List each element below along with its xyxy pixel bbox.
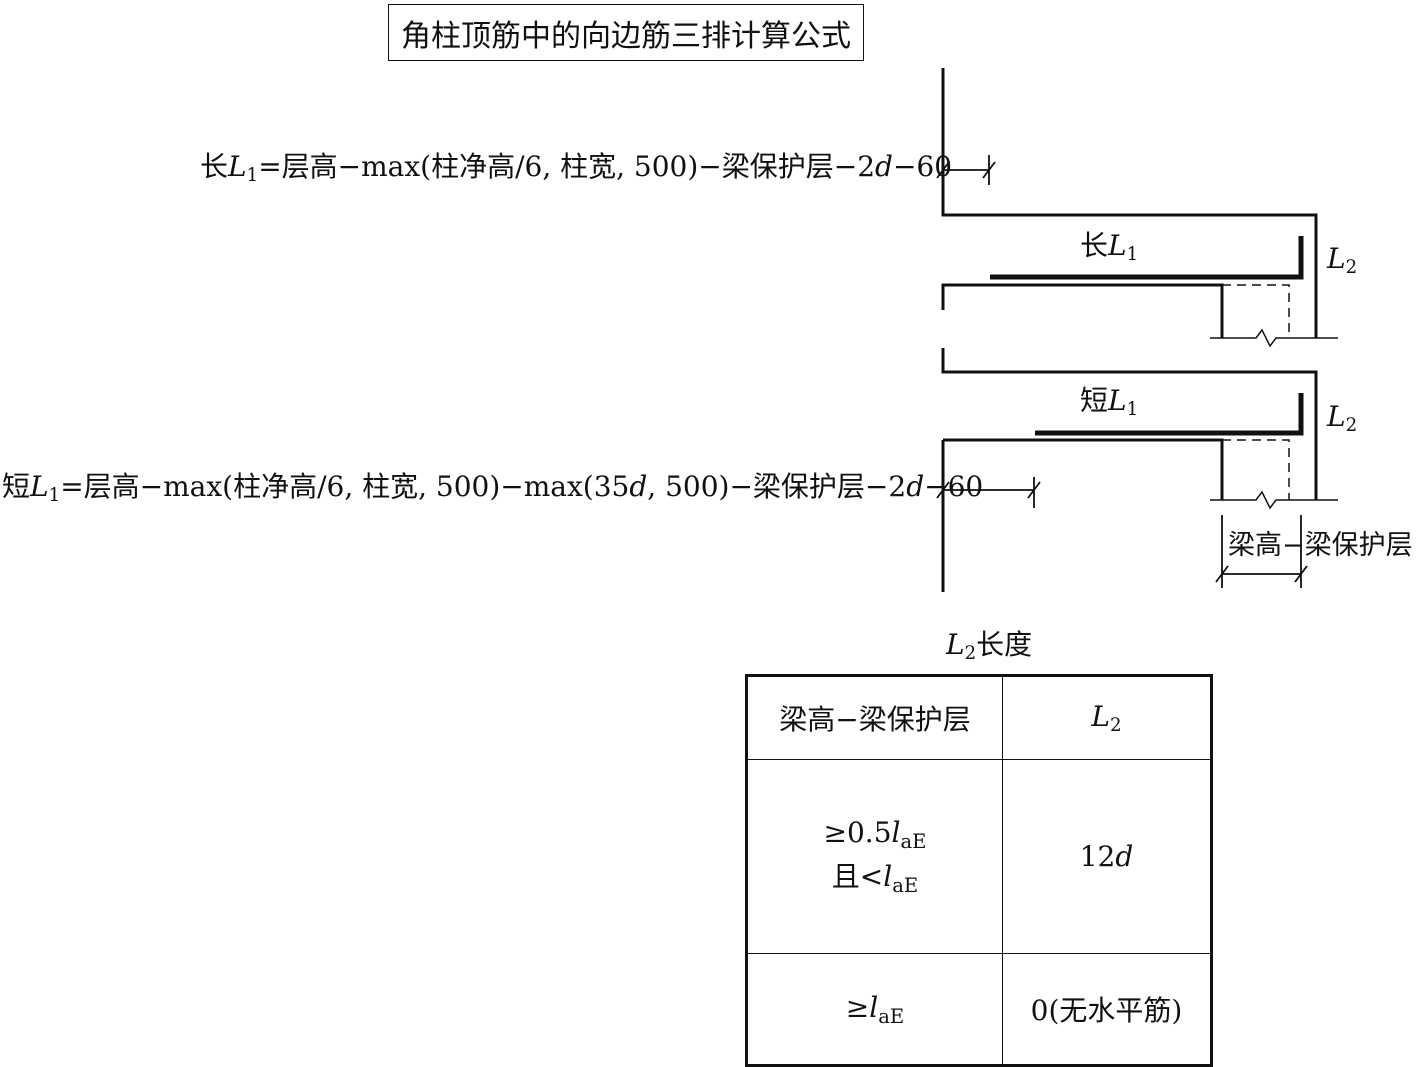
cond2-sym: 且<	[831, 859, 884, 893]
column-edge-upper	[941, 68, 1318, 338]
value2-text: 0(无水平筋)	[1030, 994, 1183, 1027]
label-long-l1-prefix: 长	[1080, 229, 1109, 262]
diagram-title-text: 角柱顶筋中的向边筋三排计算公式	[401, 18, 851, 54]
header-col2-sub: 2	[1110, 715, 1122, 737]
beam-dash-upper	[1222, 284, 1290, 338]
formula-short-d2: d	[906, 470, 925, 503]
dim-tick-long-left	[936, 161, 950, 179]
beam-dash-lower	[1222, 439, 1290, 500]
formula-long-body: =层高−max(柱净高/6, 柱宽, 500)−梁保护层−2	[258, 150, 876, 183]
formula-short-d1: d	[629, 470, 648, 503]
formula-short-body-a: =层高−max(柱净高/6, 柱宽, 500)−max(35	[60, 470, 630, 503]
label-l2-upper-sub: 2	[1345, 257, 1358, 279]
label-l2-upper-var: L	[1327, 242, 1346, 275]
label-l2-lower-sub: 2	[1345, 415, 1358, 437]
condition-line-1: ≥0.5laE	[748, 813, 1002, 856]
formula-short-l1: 短L1=层高−max(柱净高/6, 柱宽, 500)−max(35d, 500)…	[2, 473, 983, 505]
label-short-l1-var: L	[1108, 384, 1127, 417]
cond2-sub: aE	[892, 873, 919, 897]
diagram-title: 角柱顶筋中的向边筋三排计算公式	[388, 4, 864, 61]
table-cell-value: 0(无水平筋)	[1002, 953, 1212, 1066]
label-beam-dim-text: 梁高−梁保护层	[1228, 530, 1413, 561]
label-l2-lower: L2	[1327, 403, 1357, 435]
label-short-l1-prefix: 短	[1080, 384, 1109, 417]
table-caption-sub: 2	[964, 643, 977, 665]
break-line-lower	[1210, 490, 1338, 510]
header-col2-var: L	[1091, 699, 1110, 733]
table-header-cell: 梁高−梁保护层	[746, 675, 1003, 760]
cond3-var: l	[869, 990, 879, 1024]
table-row: ≥laE 0(无水平筋)	[746, 953, 1212, 1066]
slab-edge-lower	[943, 438, 1224, 500]
formula-short-tail: −60	[924, 470, 984, 503]
formula-long-var-sub: 1	[246, 165, 259, 187]
short-l1-rebar	[1035, 393, 1304, 436]
cond1-var: l	[891, 816, 901, 850]
label-long-l1-var: L	[1108, 229, 1127, 262]
table-row: ≥0.5laE 且<laE 12d	[746, 759, 1212, 954]
table-cell-condition: ≥0.5laE 且<laE	[746, 759, 1003, 954]
table-cell-condition: ≥laE	[746, 953, 1003, 1066]
l2-length-table: 梁高−梁保护层 L2 ≥0.5laE 且<laE 12d ≥laE 0(无水平筋…	[745, 674, 1213, 1067]
label-l2-lower-var: L	[1327, 400, 1346, 433]
label-short-l1-sub: 1	[1126, 399, 1139, 421]
value1-num: 12	[1079, 840, 1116, 873]
long-l1-rebar	[990, 236, 1304, 280]
table-cell-value: 12d	[1002, 759, 1212, 954]
label-l2-upper: L2	[1327, 245, 1357, 277]
label-long-l1: 长L1	[1080, 232, 1138, 264]
formula-short-prefix: 短	[2, 470, 31, 503]
table-caption-text: 长度	[976, 628, 1033, 661]
dim-tick-short-left	[936, 481, 950, 499]
cond3-sub: aE	[878, 1004, 905, 1028]
cond1-sub: aE	[900, 830, 927, 854]
table-header-cell: L2	[1002, 675, 1212, 760]
formula-long-tail: −60	[892, 150, 953, 183]
column-edge-lower	[941, 348, 1318, 500]
formula-long-d: d	[875, 150, 893, 183]
table-caption: L2长度	[946, 631, 1032, 663]
label-beam-dim: 梁高−梁保护层	[1228, 532, 1413, 559]
cond3-sym: ≥	[845, 990, 870, 1024]
formula-long-prefix: 长	[200, 150, 229, 183]
formula-long-var: L	[228, 150, 247, 183]
condition-line-2: 且<laE	[748, 857, 1002, 900]
formula-short-var: L	[30, 470, 49, 503]
formula-short-body-b: , 500)−梁保护层−2	[647, 470, 907, 503]
header-col1-text: 梁高−梁保护层	[779, 703, 971, 736]
formula-long-l1: 长L1=层高−max(柱净高/6, 柱宽, 500)−梁保护层−2d−60	[200, 153, 952, 185]
break-line-upper	[1210, 328, 1338, 348]
table-header-row: 梁高−梁保护层 L2	[746, 675, 1212, 760]
table-caption-var: L	[946, 628, 965, 661]
label-short-l1: 短L1	[1080, 387, 1138, 419]
slab-edge-upper	[941, 283, 1224, 338]
cond1-sym: ≥0.5	[823, 816, 892, 850]
value1-var: d	[1115, 840, 1134, 873]
formula-short-var-sub: 1	[48, 485, 61, 507]
cond2-var: l	[883, 859, 893, 893]
label-long-l1-sub: 1	[1126, 244, 1139, 266]
